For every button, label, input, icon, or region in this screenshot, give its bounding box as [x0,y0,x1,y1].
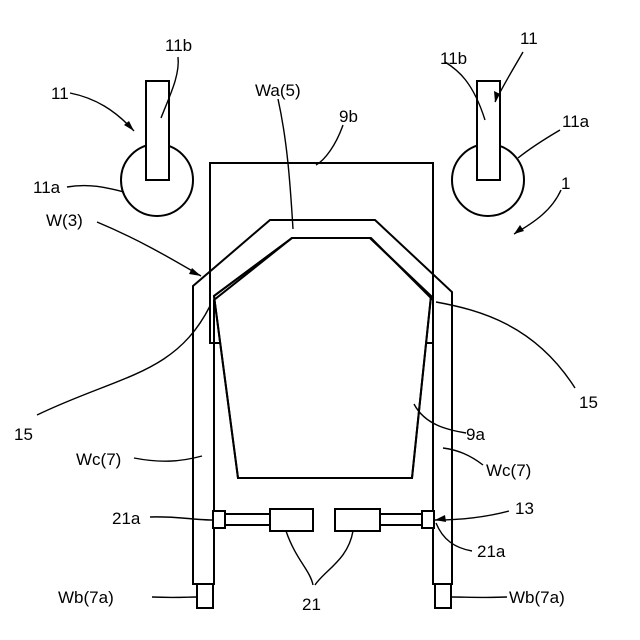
cylinder-left [270,509,313,531]
label-roller-unit-left: 11 [51,84,69,103]
label-top-portion: Wa(5) [255,81,301,100]
label-clamp-right: 21a [477,542,506,561]
label-bend-left: 15 [14,425,33,444]
clamp-left [213,511,225,528]
label-roller-shaft-right: 11b [440,49,467,68]
roller-shaft-left [146,81,169,180]
label-die-lower: 9a [466,425,485,444]
label-assembly: 1 [561,174,570,193]
label-cylinders: 21 [302,595,321,614]
label-bend-right: 15 [579,393,598,412]
leg-end-left [197,584,213,608]
leg-end-right [435,584,451,608]
label-roller-unit-right: 11 [520,29,538,48]
label-workpiece: W(3) [46,211,83,230]
label-leg-left: Wc(7) [76,450,121,469]
label-roller-shaft-left: 11b [165,36,192,55]
clamp-right [422,511,434,528]
label-leg-end-right: Wb(7a) [509,588,565,607]
label-leg-end-left: Wb(7a) [58,588,114,607]
label-leg-right: Wc(7) [486,461,531,480]
label-die-upper: 9b [339,107,358,126]
label-roller-left: 11a [33,178,61,197]
label-holder: 13 [515,499,534,518]
cylinder-right [335,509,380,531]
rod-left [225,514,270,525]
rod-right [380,514,422,525]
label-clamp-left: 21a [112,509,141,528]
label-roller-right: 11a [562,112,590,131]
